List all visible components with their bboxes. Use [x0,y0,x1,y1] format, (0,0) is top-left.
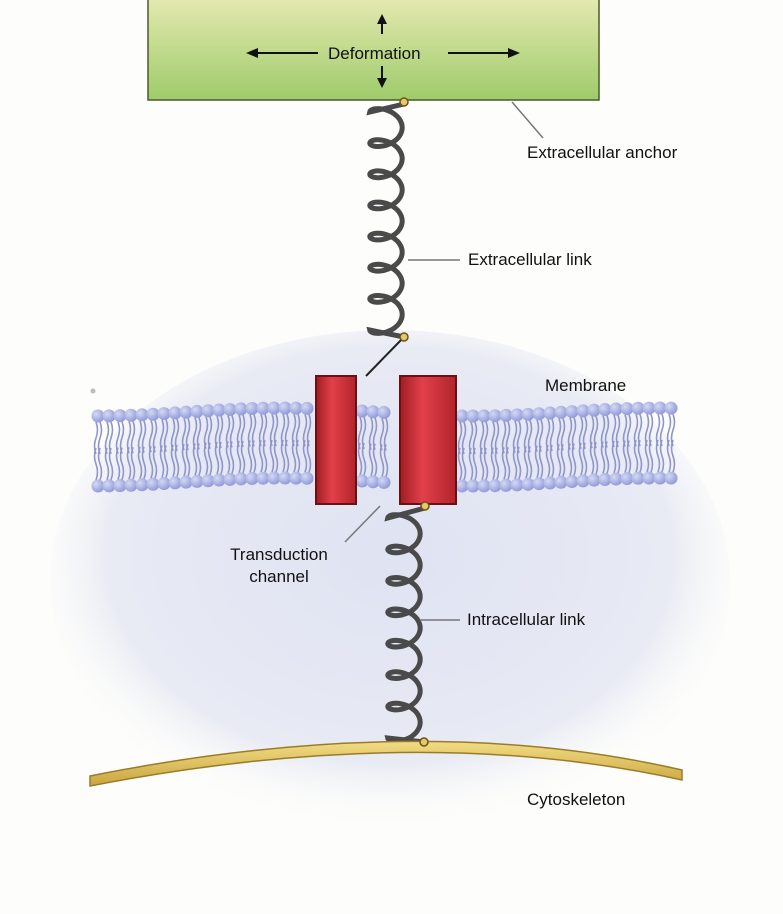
channel-left-subunit [316,376,356,504]
transduction-channel-label: Transduction channel [214,544,344,588]
transduction-label-line1: Transduction [214,544,344,566]
stray-dot [91,389,96,394]
lipid-head [378,406,391,419]
knot-anchor [400,98,408,106]
intracellular-link-label: Intracellular link [467,610,585,630]
extracellular-link-label: Extracellular link [468,250,592,270]
deformation-label: Deformation [328,44,421,64]
knot-upper-spring [400,333,408,341]
lipid-head [378,476,391,489]
extracellular-anchor-label: Extracellular anchor [527,143,677,163]
lipid-head [301,402,314,415]
lipid-head [665,402,678,415]
cytoskeleton-label: Cytoskeleton [527,790,625,810]
extracellular-link-spring [370,104,404,337]
lipid-head [301,472,314,485]
channel-right-subunit [400,376,456,504]
anchor-leader-line [512,102,543,138]
transduction-label-line2: channel [214,566,344,588]
knot-cytoskeleton [420,738,428,746]
knot-channel [421,502,429,510]
lipid-head [665,472,678,485]
membrane-label: Membrane [545,376,626,396]
